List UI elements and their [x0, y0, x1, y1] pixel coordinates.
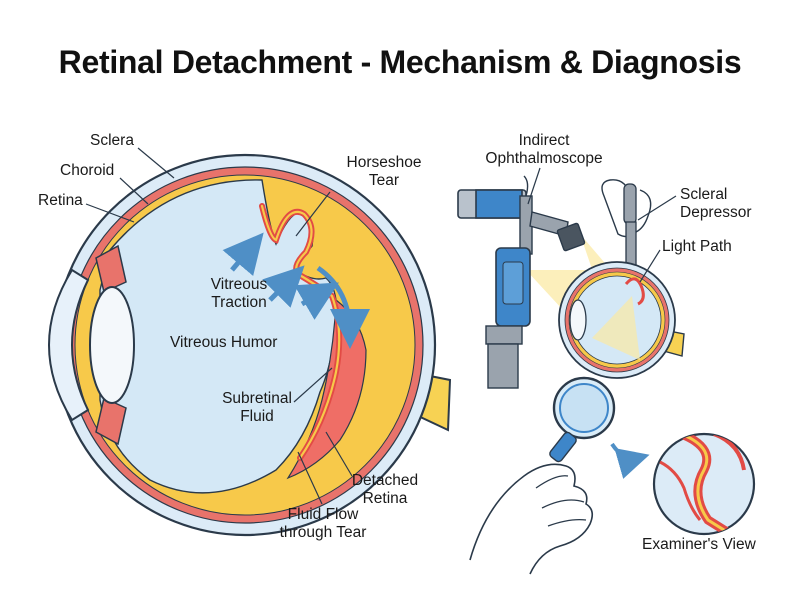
label-light-path: Light Path	[662, 238, 732, 255]
examiners-view-circle	[652, 432, 756, 536]
fluid-flow-arrow	[316, 265, 370, 349]
examination-scene	[457, 167, 756, 575]
ciliary-body-bottom	[95, 396, 127, 446]
label-sclera: Sclera	[90, 132, 134, 149]
leader-lines	[85, 147, 353, 505]
leader-lines-right	[527, 167, 677, 283]
page-title: Retinal Detachment - Mechanism & Diagnos…	[58, 44, 742, 80]
hand-icon	[469, 463, 594, 575]
label-fluid-flow: Fluid Flow through Tear	[279, 506, 367, 541]
label-examiners-view: Examiner's View	[642, 536, 756, 553]
examined-eye	[558, 261, 685, 379]
label-subretinal-fluid: Subretinal Fluid	[222, 390, 292, 425]
label-detached-retina: Detached Retina	[351, 472, 419, 507]
ciliary-body-top	[95, 244, 127, 294]
label-scleral-depressor: Scleral Depressor	[680, 186, 752, 221]
magnifier-lens-icon	[549, 376, 616, 463]
label-indirect-ophthalmoscope: Indirect Ophthalmoscope	[485, 132, 603, 167]
traction-arrow-1	[222, 232, 264, 277]
label-vitreous-humor: Vitreous Humor	[170, 334, 278, 351]
label-vitreous-traction: Vitreous Traction	[210, 276, 268, 311]
eye-cross-section	[48, 147, 452, 537]
lens	[89, 286, 135, 404]
traction-arrow-3	[294, 282, 339, 320]
ophthalmoscope-icon	[457, 175, 586, 389]
scleral-depressor-icon	[601, 179, 652, 288]
vitreous-humor	[99, 179, 338, 494]
label-choroid: Choroid	[60, 162, 115, 179]
traction-arrow-2	[262, 265, 305, 308]
view-arrow	[610, 442, 650, 479]
cornea	[48, 268, 90, 422]
label-retina: Retina	[38, 192, 83, 209]
label-horseshoe-tear: Horseshoe Tear	[346, 154, 422, 189]
